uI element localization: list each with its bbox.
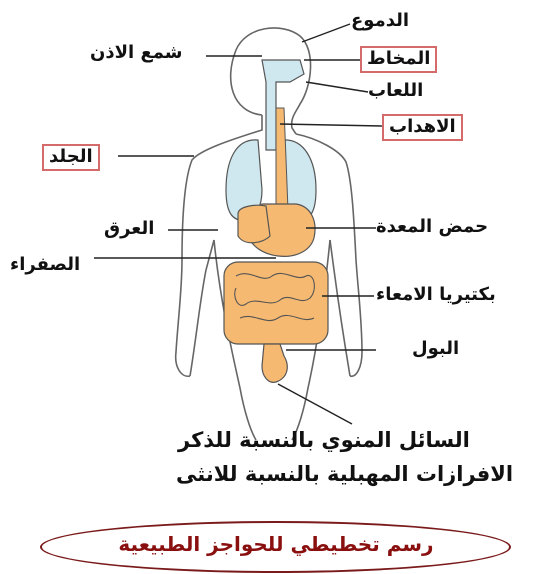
label-stomach-acid: حمض المعدة bbox=[376, 218, 488, 236]
label-saliva: اللعاب bbox=[368, 82, 423, 100]
label-earwax: شمع الاذن bbox=[90, 44, 183, 62]
liver bbox=[238, 205, 270, 242]
caption: رسم تخطيطي للحواجز الطبيعية bbox=[0, 532, 552, 556]
label-vaginal-secretions: الافرازات المهبلية بالنسبة للانثى bbox=[176, 462, 513, 486]
label-mucus: المخاط bbox=[360, 46, 437, 73]
label-bile: الصفراء bbox=[10, 256, 80, 274]
label-sweat: العرق bbox=[104, 220, 154, 238]
bladder bbox=[262, 344, 287, 382]
label-gut-bacteria: بكتيريا الامعاء bbox=[376, 286, 496, 304]
label-skin: الجلد bbox=[42, 144, 100, 171]
esophagus bbox=[276, 108, 288, 210]
label-tears: الدموع bbox=[351, 12, 409, 30]
label-semen: السائل المنوي بالنسبة للذكر bbox=[178, 428, 470, 452]
label-urine: البول bbox=[412, 340, 459, 358]
label-cilia: الاهداب bbox=[382, 114, 463, 141]
